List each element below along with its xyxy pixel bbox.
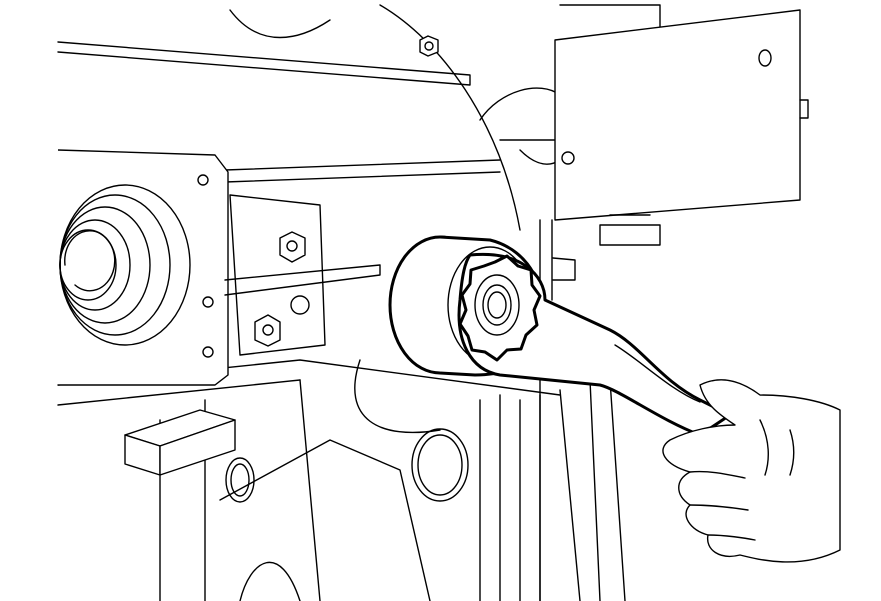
block-bar xyxy=(124,409,236,476)
wrench xyxy=(457,252,732,437)
threaded-hole xyxy=(225,428,469,503)
pulley-hub xyxy=(59,184,191,346)
nut-top xyxy=(419,35,575,165)
hand xyxy=(662,379,841,563)
bracket-with-bolts xyxy=(224,194,381,356)
side-panel xyxy=(539,9,809,601)
